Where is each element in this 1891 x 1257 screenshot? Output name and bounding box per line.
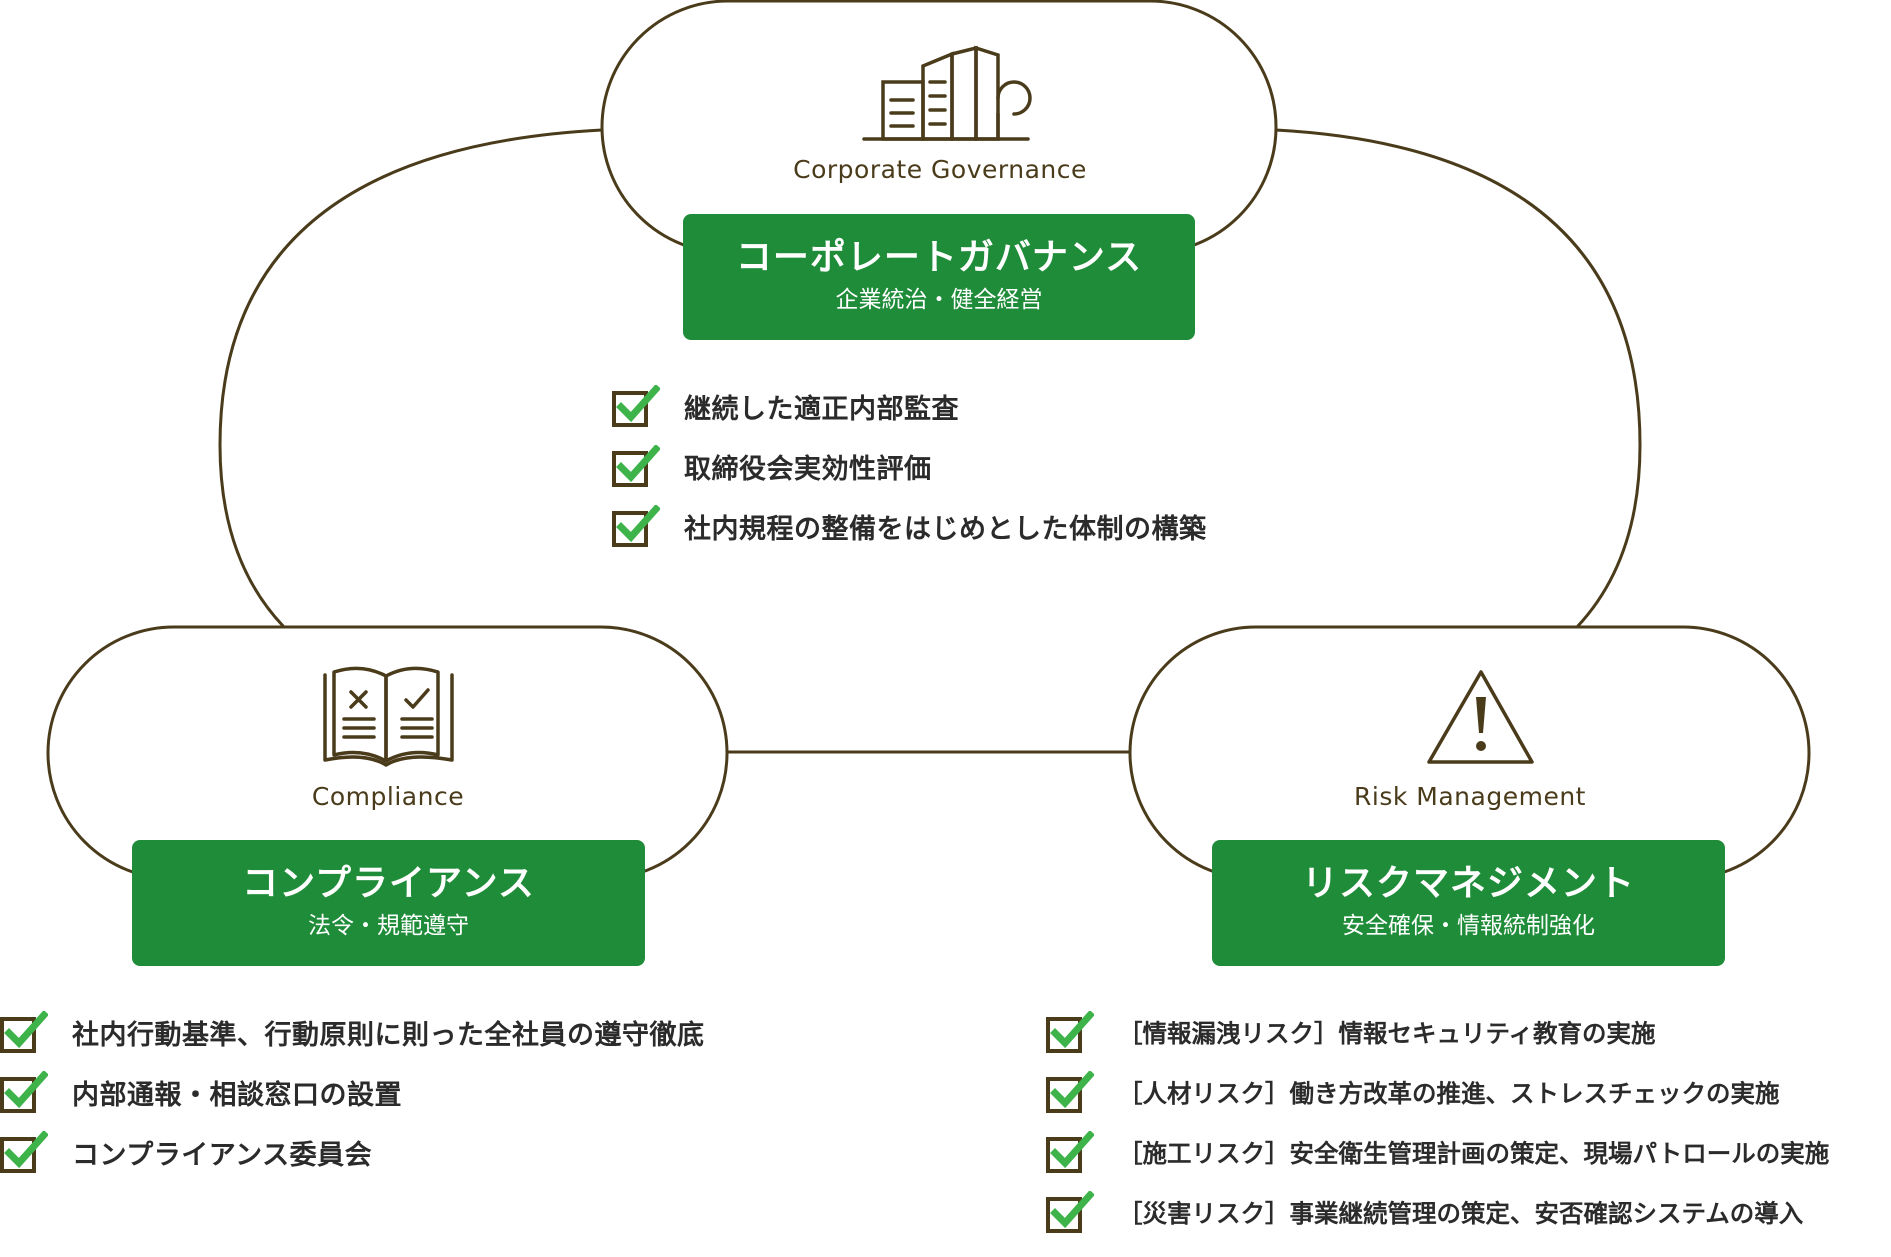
book-checklist-icon	[323, 666, 454, 767]
warning-triangle-icon	[1427, 670, 1534, 764]
checkbox-icon	[0, 1131, 48, 1173]
list-item-text: ［災害リスク］事業継続管理の策定、安否確認システムの導入	[1118, 1198, 1804, 1228]
list-item: コンプライアンス委員会	[0, 1122, 705, 1182]
list-item-text: 社内規程の整備をはじめとした体制の構築	[684, 513, 1207, 545]
list-item: 継続した適正内部監査	[612, 376, 1207, 436]
list-item-text: 内部通報・相談窓口の設置	[72, 1079, 402, 1111]
list-item-text: 継続した適正内部監査	[684, 393, 959, 425]
list-item: 社内行動基準、行動原則に則った全社員の遵守徹底	[0, 1002, 705, 1062]
governance-subtitle: 企業統治・健全経営	[835, 287, 1043, 313]
risk-en-label: Risk Management	[1354, 782, 1586, 811]
list-item: ［施工リスク］安全衛生管理計画の策定、現場パトロールの実施	[1046, 1122, 1829, 1182]
checkbox-icon	[1046, 1011, 1094, 1053]
connector-arc-left	[218, 128, 603, 629]
checkbox-icon	[0, 1011, 48, 1053]
list-item-text: ［人材リスク］働き方改革の推進、ストレスチェックの実施	[1118, 1078, 1780, 1108]
office-building-icon	[862, 45, 1032, 141]
compliance-en-label: Compliance	[311, 782, 465, 811]
list-item: ［情報漏洩リスク］情報セキュリティ教育の実施	[1046, 1002, 1829, 1062]
checkbox-icon	[612, 505, 660, 547]
checkbox-icon	[612, 445, 660, 487]
compliance-title-box: コンプライアンス 法令・規範遵守	[132, 840, 645, 966]
risk-subtitle: 安全確保・情報統制強化	[1342, 913, 1595, 939]
list-item-text: ［施工リスク］安全衛生管理計画の策定、現場パトロールの実施	[1118, 1138, 1830, 1168]
list-item: 取締役会実効性評価	[612, 436, 1207, 496]
connector-arc-right	[1275, 128, 1642, 629]
compliance-checklist: 社内行動基準、行動原則に則った全社員の遵守徹底 内部通報・相談窓口の設置 コンプ…	[0, 1002, 705, 1182]
checkbox-icon	[612, 385, 660, 427]
list-item-text: ［情報漏洩リスク］情報セキュリティ教育の実施	[1118, 1018, 1656, 1048]
risk-checklist: ［情報漏洩リスク］情報セキュリティ教育の実施 ［人材リスク］働き方改革の推進、ス…	[1046, 1002, 1829, 1242]
governance-checklist: 継続した適正内部監査 取締役会実効性評価 社内規程の整備をはじめとした体制の構築	[612, 376, 1207, 556]
risk-title-box: リスクマネジメント 安全確保・情報統制強化	[1212, 840, 1725, 966]
list-item: 社内規程の整備をはじめとした体制の構築	[612, 496, 1207, 556]
governance-en-label: Corporate Governance	[793, 155, 1087, 184]
list-item-text: コンプライアンス委員会	[72, 1139, 373, 1171]
list-item-text: 社内行動基準、行動原則に則った全社員の遵守徹底	[72, 1019, 705, 1051]
checkbox-icon	[1046, 1071, 1094, 1113]
list-item: ［人材リスク］働き方改革の推進、ストレスチェックの実施	[1046, 1062, 1829, 1122]
checkbox-icon	[1046, 1131, 1094, 1173]
checkbox-icon	[1046, 1191, 1094, 1233]
list-item: 内部通報・相談窓口の設置	[0, 1062, 705, 1122]
risk-title: リスクマネジメント	[1301, 863, 1635, 904]
governance-title: コーポレートガバナンス	[735, 237, 1143, 278]
compliance-subtitle: 法令・規範遵守	[308, 913, 469, 939]
list-item: ［災害リスク］事業継続管理の策定、安否確認システムの導入	[1046, 1182, 1829, 1242]
checkbox-icon	[0, 1071, 48, 1113]
list-item-text: 取締役会実効性評価	[684, 453, 932, 485]
compliance-title: コンプライアンス	[242, 863, 535, 904]
governance-title-box: コーポレートガバナンス 企業統治・健全経営	[683, 214, 1195, 340]
